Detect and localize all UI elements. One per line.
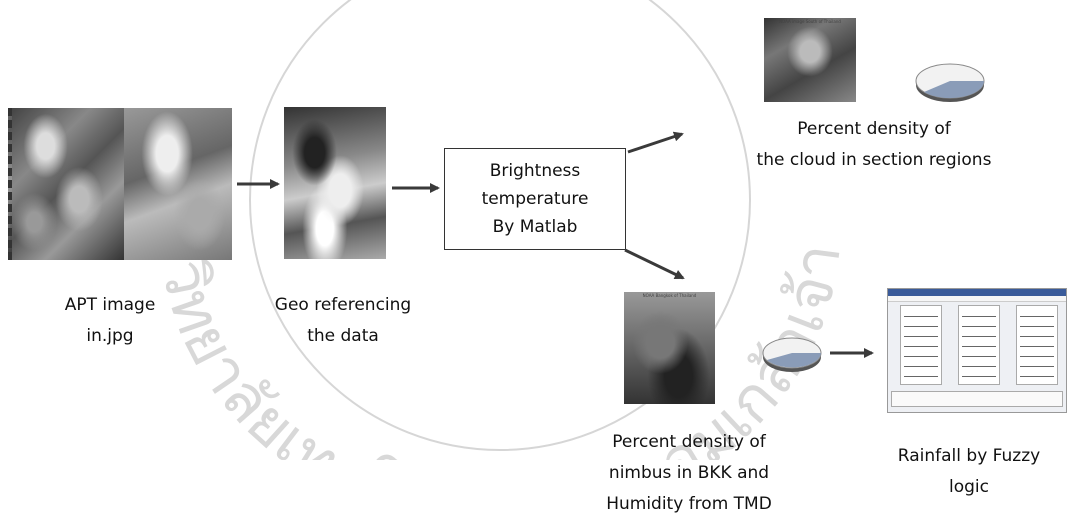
brightness-temperature-box: Brightness temperature By Matlab [444, 148, 626, 250]
geo-label-line-1: Geo referencing [274, 295, 412, 315]
app-menubar [888, 296, 1066, 302]
rainfall-label-line-2: logic [949, 477, 989, 497]
nimbus-label: Percent density of nimbus in BKK and Hum… [578, 427, 800, 520]
cloud-density-pie-chart [915, 63, 985, 102]
geo-label-line-2: the data [307, 326, 379, 346]
app-panel-right [1016, 305, 1058, 385]
apt-label: APT image in.jpg [20, 290, 200, 352]
cloud-density-label-line-1: Percent density of [797, 119, 951, 139]
app-panel-left [900, 305, 942, 385]
cloud-density-image: NOAA image South of Thailand [764, 18, 856, 102]
apt-label-line-1: APT image [64, 295, 156, 315]
nimbus-image-caption: NOAA Bangkok of Thailand [642, 293, 697, 298]
fuzzy-logic-app-screenshot [887, 288, 1067, 413]
nimbus-pie-chart [762, 337, 822, 372]
apt-label-line-2: in.jpg [86, 326, 134, 346]
nimbus-label-line-1: Percent density of [612, 432, 766, 452]
rainfall-label: Rainfall by Fuzzy logic [876, 441, 1062, 503]
brightness-line-2: temperature [481, 189, 589, 209]
brightness-line-3: By Matlab [492, 217, 578, 237]
app-titlebar [888, 289, 1066, 296]
app-bottom-panel [891, 391, 1063, 407]
cloud-density-image-caption: NOAA image South of Thailand [779, 19, 841, 24]
nimbus-label-line-3: Humidity from TMD [606, 494, 772, 514]
apt-image-left [8, 108, 124, 260]
cloud-density-label-line-2: the cloud in section regions [756, 150, 992, 170]
apt-image-right [124, 108, 232, 260]
cloud-density-label: Percent density of the cloud in section … [716, 114, 1032, 176]
georeferenced-image [284, 107, 386, 259]
nimbus-label-line-2: nimbus in BKK and [608, 463, 770, 483]
geo-label: Geo referencing the data [243, 290, 443, 352]
flow-arrows [237, 131, 874, 358]
rainfall-label-line-1: Rainfall by Fuzzy [897, 446, 1041, 466]
brightness-line-1: Brightness [489, 161, 581, 181]
app-panel-middle [958, 305, 1000, 385]
arrow-brightness-to-cloud [627, 131, 684, 154]
arrow-brightness-to-nimbus [624, 248, 685, 280]
nimbus-image: NOAA Bangkok of Thailand [624, 292, 715, 404]
